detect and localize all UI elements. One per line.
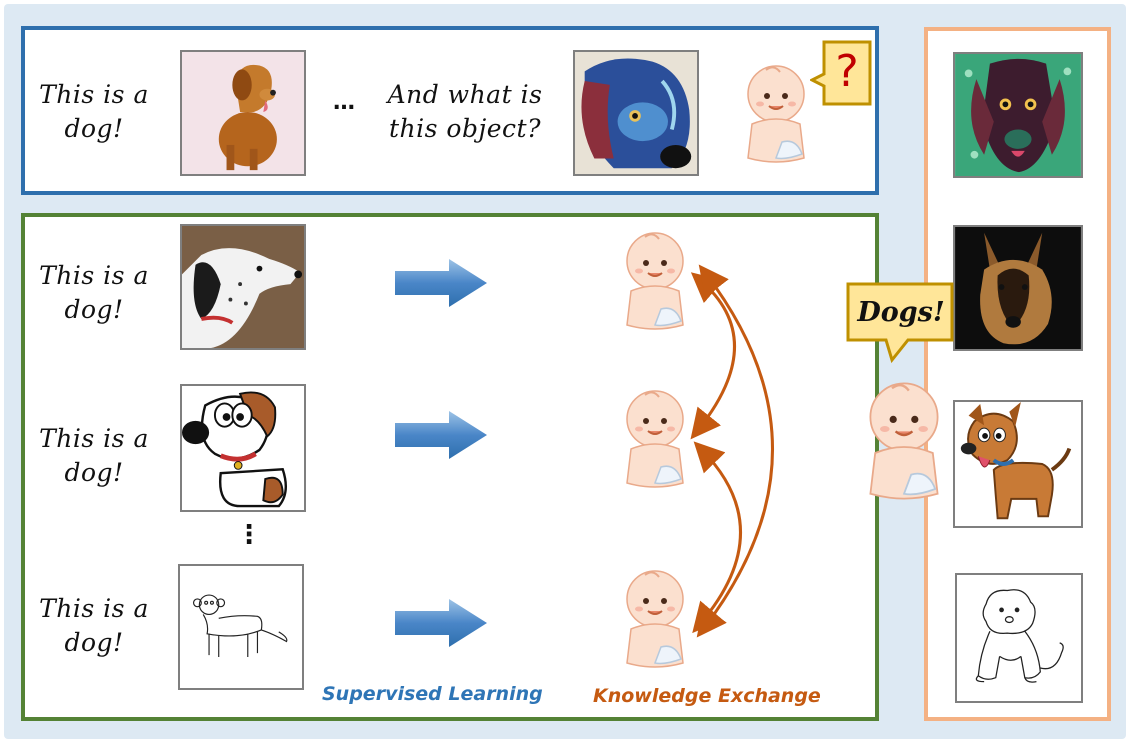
supervised-arrow-1 xyxy=(395,259,487,307)
row2-caption-line2: dog! xyxy=(64,458,124,487)
top-caption-line1: This is a xyxy=(39,80,149,109)
dog-photo-shepherd xyxy=(953,225,1083,351)
question-caption: And what is this object? xyxy=(380,78,550,146)
sketch-dog-icon xyxy=(180,566,302,688)
golden-retriever-icon xyxy=(182,52,304,174)
answer-bubble: Dogs! xyxy=(846,282,956,368)
ellipsis: … xyxy=(333,90,355,115)
dog-painting-colorful xyxy=(953,52,1083,178)
exchange-arrow-1-3 xyxy=(696,264,774,638)
question-line2: this object? xyxy=(389,114,541,143)
supervised-arrow-2 xyxy=(395,411,487,459)
baby-icon-1 xyxy=(626,232,684,330)
baby-icon-3 xyxy=(626,570,684,668)
answer-text: Dogs! xyxy=(857,297,945,328)
cartoon-brown-dog-icon xyxy=(955,402,1081,526)
row1-caption-line2: dog! xyxy=(64,295,124,324)
painted-dog-icon xyxy=(575,52,697,174)
supervised-arrow-3 xyxy=(395,599,487,647)
question-bubble-icon xyxy=(808,40,872,106)
baby-icon-answer xyxy=(869,382,939,500)
row2-caption-line1: This is a xyxy=(39,424,149,453)
test-panel xyxy=(21,26,879,195)
row3-caption: This is a dog! xyxy=(34,592,154,660)
top-caption: This is a dog! xyxy=(34,78,154,146)
row3-caption-line1: This is a xyxy=(39,594,149,623)
question-bubble: ? xyxy=(808,40,874,112)
row2-caption: This is a dog! xyxy=(34,422,154,490)
fluffy-sketch-dog-icon xyxy=(957,575,1081,701)
dog-cartoon-spotted xyxy=(180,384,306,512)
dog-painting-blue xyxy=(573,50,699,176)
row3-caption-line2: dog! xyxy=(64,628,124,657)
vertical-ellipsis: ⋮ xyxy=(236,520,262,550)
dog-cartoon-brown xyxy=(953,400,1083,528)
dog-sketch-simple xyxy=(178,564,304,690)
question-mark: ? xyxy=(835,46,859,97)
dog-painting-setter xyxy=(180,224,306,350)
row1-caption-line1: This is a xyxy=(39,261,149,290)
colorful-dog-icon xyxy=(955,54,1081,176)
setter-dog-icon xyxy=(182,226,304,348)
dog-sketch-fluffy xyxy=(955,573,1083,703)
dog-photo-golden xyxy=(180,50,306,176)
knowledge-exchange-arrows xyxy=(690,264,774,638)
exchange-arrow-1-2 xyxy=(690,272,736,440)
row1-caption: This is a dog! xyxy=(34,259,154,327)
shepherd-dog-icon xyxy=(955,227,1081,349)
top-caption-line2: dog! xyxy=(64,114,124,143)
legend-knowledge: Knowledge Exchange xyxy=(593,685,821,707)
cartoon-dog-icon xyxy=(182,386,304,510)
exchange-arrow-2-3 xyxy=(692,441,742,634)
baby-icon-top xyxy=(747,65,805,163)
question-line1: And what is xyxy=(387,80,543,109)
answer-bubble-icon xyxy=(846,282,954,364)
baby-icon-2 xyxy=(626,390,684,488)
legend-supervised: Supervised Learning xyxy=(322,683,543,705)
